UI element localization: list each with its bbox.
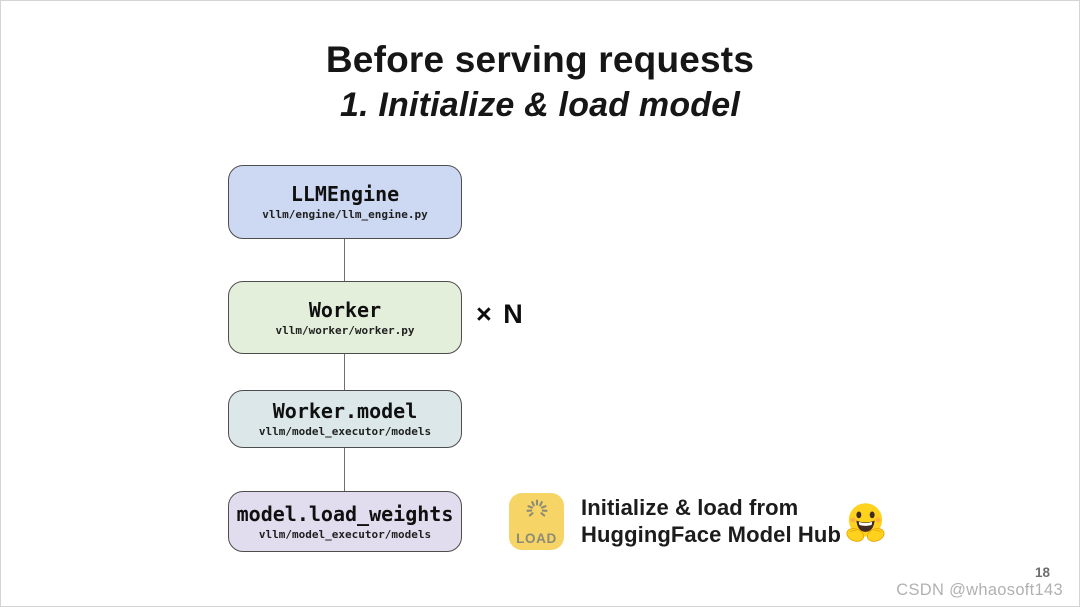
node-label: Worker.model (272, 399, 418, 423)
callout-line-2: HuggingFace Model Hub (581, 521, 841, 547)
slide-subtitle: 1. Initialize & load model (339, 86, 741, 124)
connector-line (344, 354, 346, 390)
node-worker-model: Worker.model vllm/model_executor/models (228, 390, 462, 448)
node-path: vllm/model_executor/models (258, 527, 432, 541)
node-worker: Worker vllm/worker/worker.py (228, 281, 462, 354)
callout-line-1: Initialize & load from (581, 495, 799, 520)
node-path: vllm/worker/worker.py (275, 323, 415, 337)
hugging-face-emoji (844, 500, 887, 543)
node-llmengine: LLMEngine vllm/engine/llm_engine.py (228, 165, 462, 239)
title-block: Before serving requests 1. Initialize & … (1, 37, 1079, 127)
load-icon: LOAD (509, 493, 564, 550)
node-label: LLMEngine (290, 182, 400, 206)
node-label: Worker (308, 297, 382, 322)
worker-multiplier-label: × N (476, 299, 525, 329)
watermark: CSDN @whaosoft143 (896, 581, 1063, 599)
slide-title: Before serving requests (325, 39, 755, 80)
connector-line (344, 239, 346, 281)
node-model-load-weights: model.load_weights vllm/model_executor/m… (228, 491, 462, 552)
spinner-icon (525, 498, 549, 527)
callout-text: Initialize & load from HuggingFace Model… (581, 495, 841, 548)
page-number: 18 (1034, 565, 1050, 580)
node-path: vllm/engine/llm_engine.py (262, 208, 428, 221)
node-path: vllm/model_executor/models (258, 425, 432, 438)
load-icon-label: LOAD (516, 531, 557, 546)
connector-line (344, 448, 346, 491)
node-label: model.load_weights (236, 501, 454, 526)
